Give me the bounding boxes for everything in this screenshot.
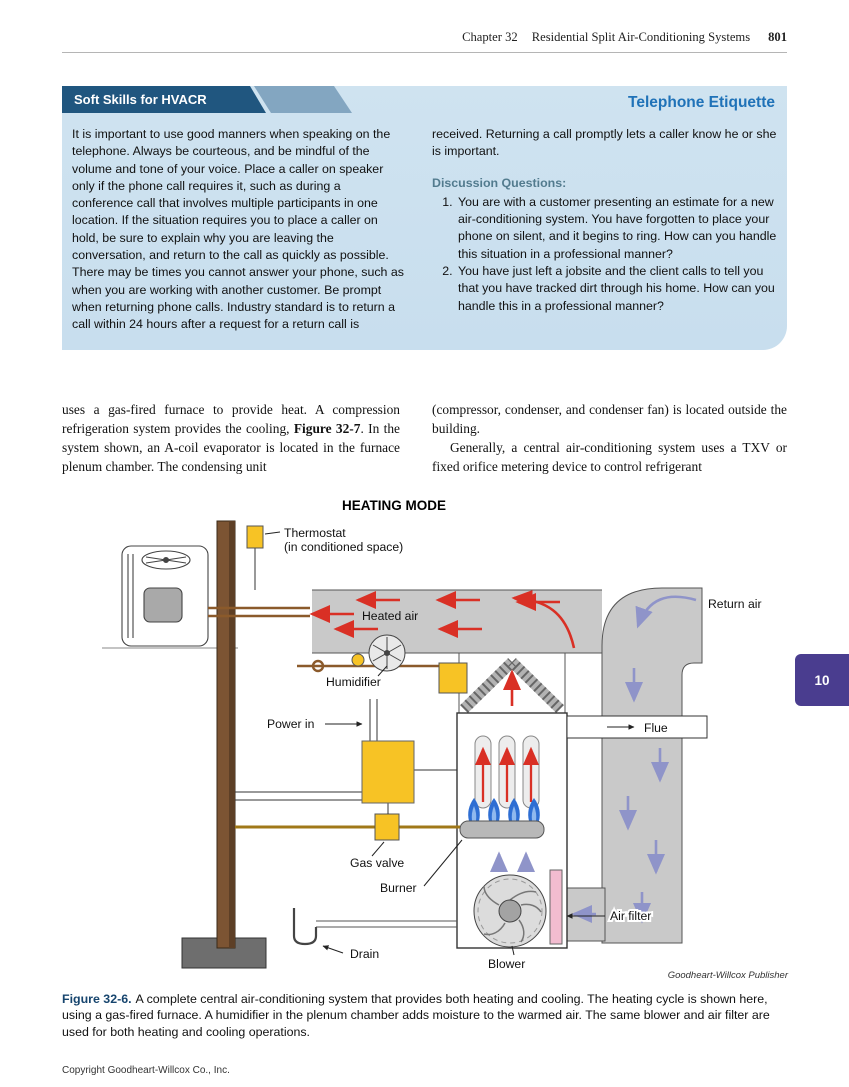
figure-caption-text: A complete central air-conditioning syst… [62, 991, 770, 1040]
return-duct [601, 587, 703, 944]
body-left-column: uses a gas-fired furnace to provide heat… [62, 400, 400, 476]
gas-valve-label: Gas valve [350, 856, 404, 870]
soft-skills-tab: Soft Skills for HVACR [62, 86, 266, 113]
control-wiring [235, 698, 457, 814]
chapter-tab: 10 [795, 654, 849, 706]
soft-skills-right-column: received. Returning a call promptly lets… [432, 126, 777, 334]
flue-label: Flue [644, 721, 668, 735]
heat-exchanger-arrows [474, 746, 540, 802]
leader-lines [264, 531, 605, 955]
soft-skills-intro: received. Returning a call promptly lets… [432, 127, 777, 159]
figure-caption: Figure 32-6.A complete central air-condi… [62, 991, 787, 1041]
drain-trap [292, 907, 318, 945]
gas-valve [374, 813, 400, 841]
burner-label: Burner [380, 881, 417, 895]
condensing-unit [121, 545, 209, 647]
burner-flames [468, 797, 540, 821]
discussion-questions-list: You are with a customer presenting an es… [432, 194, 777, 315]
air-filter-label: Air filter [610, 909, 651, 923]
condensate-line [316, 920, 457, 928]
band-accent-shape [254, 86, 352, 113]
diagram-title: HEATING MODE [342, 498, 446, 513]
publisher-credit: Goodheart-Willcox Publisher [667, 969, 788, 981]
page-number: 801 [768, 30, 787, 44]
heating-mode-diagram: HEATING MODE [102, 498, 762, 971]
soft-skills-box: Soft Skills for HVACR Telephone Etiquett… [62, 86, 787, 350]
soft-skills-header-band: Soft Skills for HVACR Telephone Etiquett… [62, 86, 787, 113]
air-filter [549, 869, 563, 945]
body-paragraph: Generally, a central air-conditioning sy… [432, 439, 787, 474]
heated-air-label: Heated air [362, 609, 418, 623]
humidifier-float [351, 653, 365, 667]
humidifier [351, 634, 468, 694]
chapter-label: Chapter 32 [462, 30, 518, 44]
refrigerant-lines [208, 606, 439, 672]
return-connector [564, 887, 606, 942]
figure-caption-label: Figure 32-6. [62, 991, 132, 1006]
page-header: Chapter 32 Residential Split Air-Conditio… [62, 30, 787, 45]
figure-reference: Figure 32-7 [293, 420, 361, 436]
chapter-title: Residential Split Air-Conditioning Syste… [531, 30, 751, 44]
header-rule [62, 52, 787, 53]
body-text-run: uses a gas-fired furnace to provide heat… [62, 401, 400, 436]
body-paragraph: (compressor, condenser, and condenser fa… [432, 401, 787, 436]
figure-32-6-diagram: HEATING MODE [62, 496, 788, 981]
body-text: uses a gas-fired furnace to provide heat… [62, 400, 787, 476]
furnace-control-box [361, 740, 415, 804]
return-air-label: Return air [708, 597, 762, 611]
thermostat-sublabel: (in conditioned space) [284, 540, 403, 554]
blower-label: Blower [488, 957, 525, 971]
feature-title: Telephone Etiquette [628, 94, 775, 111]
wall-post [216, 520, 236, 949]
discussion-questions-heading: Discussion Questions: [432, 175, 567, 190]
humidifier-control [438, 662, 468, 694]
soft-skills-tab-label: Soft Skills for HVACR [74, 92, 207, 107]
chapter-tab-number: 10 [814, 672, 830, 688]
burner-manifold [459, 820, 545, 839]
soft-skills-left-column: It is important to use good manners when… [72, 127, 404, 332]
thermostat-label: Thermostat [284, 526, 346, 540]
copyright-line: Copyright Goodheart-Willcox Co., Inc. [62, 1064, 230, 1076]
compressor-icon [143, 587, 183, 623]
heated-air-flow-arrows [309, 589, 576, 706]
body-text-run: . In the system shown, an A-coil evapora… [62, 420, 400, 474]
power-in-label: Power in [267, 717, 314, 731]
blower [473, 874, 547, 948]
drain-label: Drain [350, 947, 379, 961]
body-right-column: (compressor, condenser, and condenser fa… [432, 400, 787, 476]
flue-pipe [566, 715, 708, 739]
discussion-question-2: You have just left a jobsite and the cli… [456, 263, 777, 315]
discussion-question-1: You are with a customer presenting an es… [456, 194, 777, 263]
thermostat [246, 525, 264, 549]
return-air-flow-arrows [489, 595, 697, 924]
humidifier-label: Humidifier [326, 675, 381, 689]
